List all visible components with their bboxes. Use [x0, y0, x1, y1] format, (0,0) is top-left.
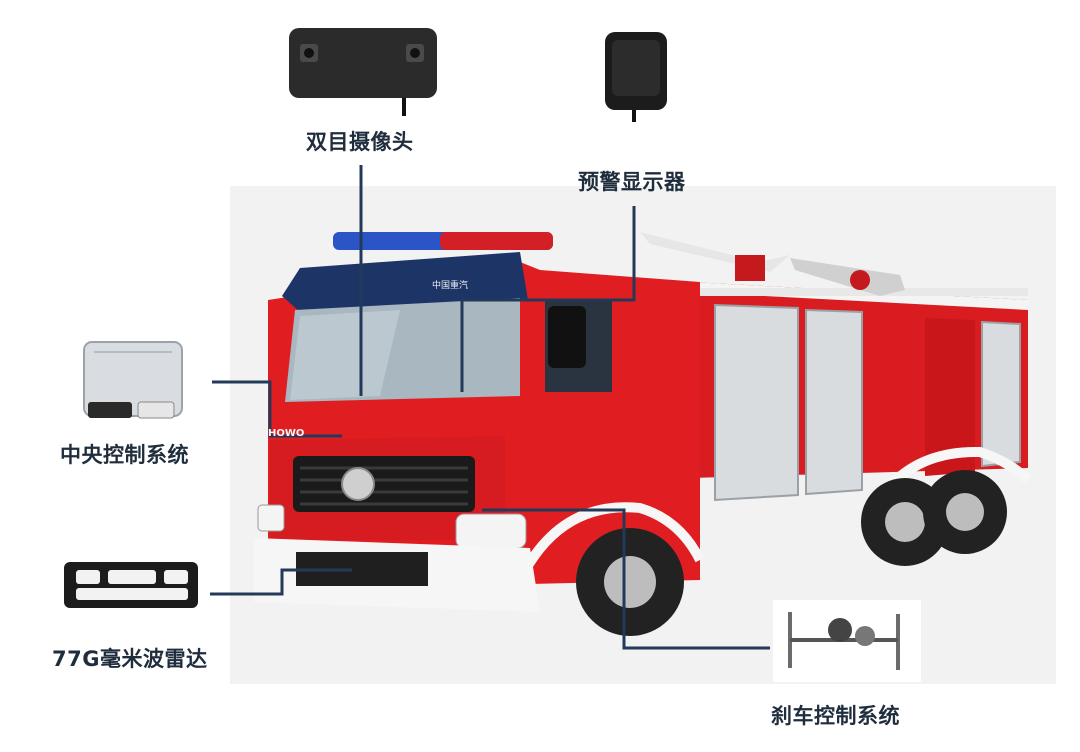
connector-radar	[210, 568, 352, 596]
wheels	[576, 470, 1007, 636]
headlight-right	[455, 513, 527, 549]
water-cannon	[640, 232, 905, 296]
side-mirror	[548, 306, 586, 368]
radar-image	[64, 562, 198, 608]
truck-roof-deck	[700, 288, 1028, 296]
connector-warning-display	[460, 206, 636, 392]
grille-logo-emblem	[341, 467, 375, 501]
truck-brand-text: HOWO	[268, 428, 305, 439]
connector-lines	[210, 165, 770, 650]
truck-windshield-badge: 中国重汽	[432, 281, 469, 291]
label-warning-display: 预警显示器	[578, 170, 686, 194]
grille	[293, 456, 475, 512]
connector-brake-control	[482, 508, 770, 650]
brake-control-image	[773, 600, 921, 682]
central-controller-image	[83, 341, 183, 419]
roller-shutters	[714, 303, 1021, 502]
headlight-left	[257, 504, 285, 532]
warning-display-image	[605, 32, 667, 122]
truck-cab-top	[282, 252, 528, 312]
connector-central-control	[212, 380, 342, 438]
label-radar: 77G毫米波雷达	[52, 647, 208, 671]
label-brake-control: 刹车控制系统	[771, 704, 900, 728]
label-stereo-camera: 双目摄像头	[306, 130, 414, 154]
stereo-camera-image	[289, 28, 437, 116]
label-central-control: 中央控制系统	[60, 443, 189, 467]
